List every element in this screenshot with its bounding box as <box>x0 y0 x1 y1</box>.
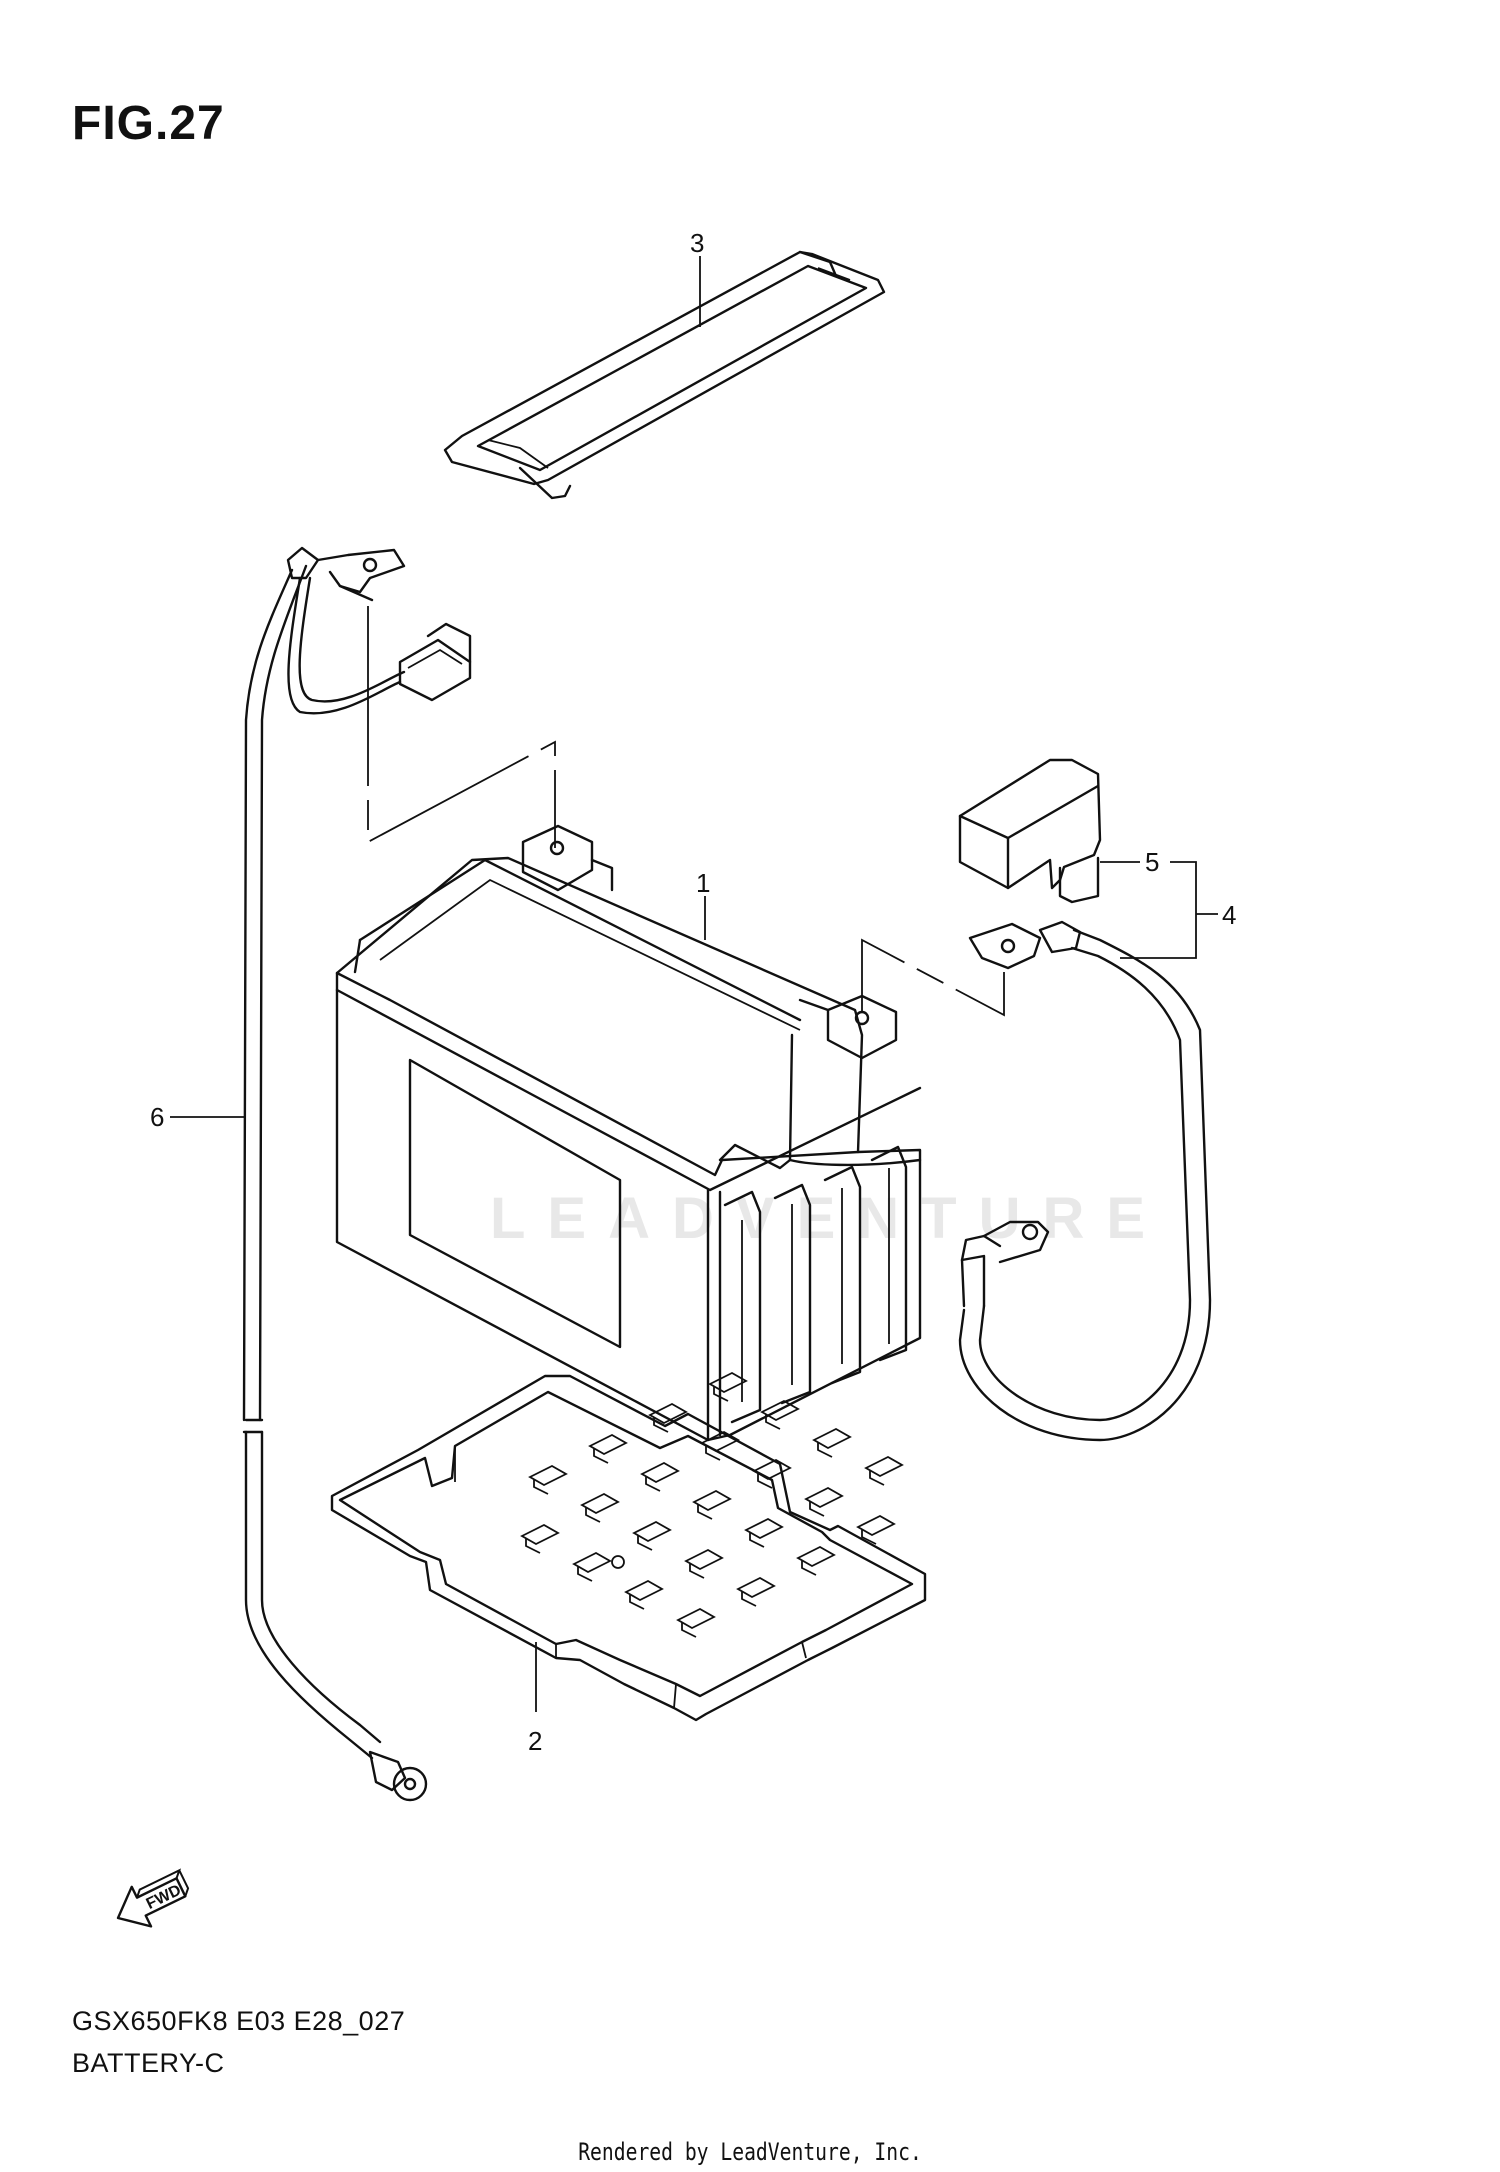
battery-strap <box>443 250 886 500</box>
tray-slot <box>624 1579 664 1610</box>
connection-line-negative <box>367 606 556 848</box>
callout-5: 5 <box>1145 847 1159 877</box>
tray-slot <box>572 1551 612 1582</box>
tray-slot <box>760 1399 800 1430</box>
tray-slots <box>520 1371 904 1638</box>
negative-cable <box>242 546 472 1802</box>
tray-slot <box>812 1427 852 1458</box>
tray-slot <box>856 1514 896 1545</box>
battery <box>335 824 922 1442</box>
fwd-arrow-icon: FWD <box>116 1868 190 1928</box>
tray-slot <box>640 1461 680 1492</box>
tray-slot <box>864 1455 904 1486</box>
tray-slot <box>752 1458 792 1489</box>
figure-code: GSX650FK8 E03 E28_027 <box>72 2006 406 2036</box>
tray-slot <box>744 1517 784 1548</box>
callout-2: 2 <box>528 1726 542 1756</box>
callout-3: 3 <box>690 228 704 258</box>
figure-title: FIG.27 <box>72 97 225 150</box>
rendered-by-footer: Rendered by LeadVenture, Inc. <box>578 2138 922 2166</box>
tray-slot <box>632 1520 672 1551</box>
tray-slot <box>700 1430 740 1461</box>
tray-slot <box>736 1576 776 1607</box>
callout-1: 1 <box>696 868 710 898</box>
tray-slot <box>580 1492 620 1523</box>
callout-6: 6 <box>150 1102 164 1132</box>
tray-slot <box>684 1548 724 1579</box>
connection-line-positive <box>861 938 1005 1017</box>
terminal-cover <box>958 758 1102 904</box>
tray-slot <box>520 1523 560 1554</box>
bracket-4 <box>1120 861 1197 959</box>
tray-slot <box>708 1371 748 1402</box>
battery-tray <box>330 1371 927 1722</box>
watermark-text: LEADVENTURE <box>490 1186 1168 1251</box>
callout-4: 4 <box>1222 900 1236 930</box>
tray-slot <box>804 1486 844 1517</box>
tray-slot <box>588 1433 628 1464</box>
tray-slot <box>676 1607 716 1638</box>
tray-slot <box>796 1545 836 1576</box>
tray-slot <box>692 1489 732 1520</box>
positive-cable <box>958 920 1212 1442</box>
tray-slot <box>528 1464 568 1495</box>
figure-name: BATTERY-C <box>72 2048 225 2078</box>
tray-slot <box>648 1402 688 1433</box>
